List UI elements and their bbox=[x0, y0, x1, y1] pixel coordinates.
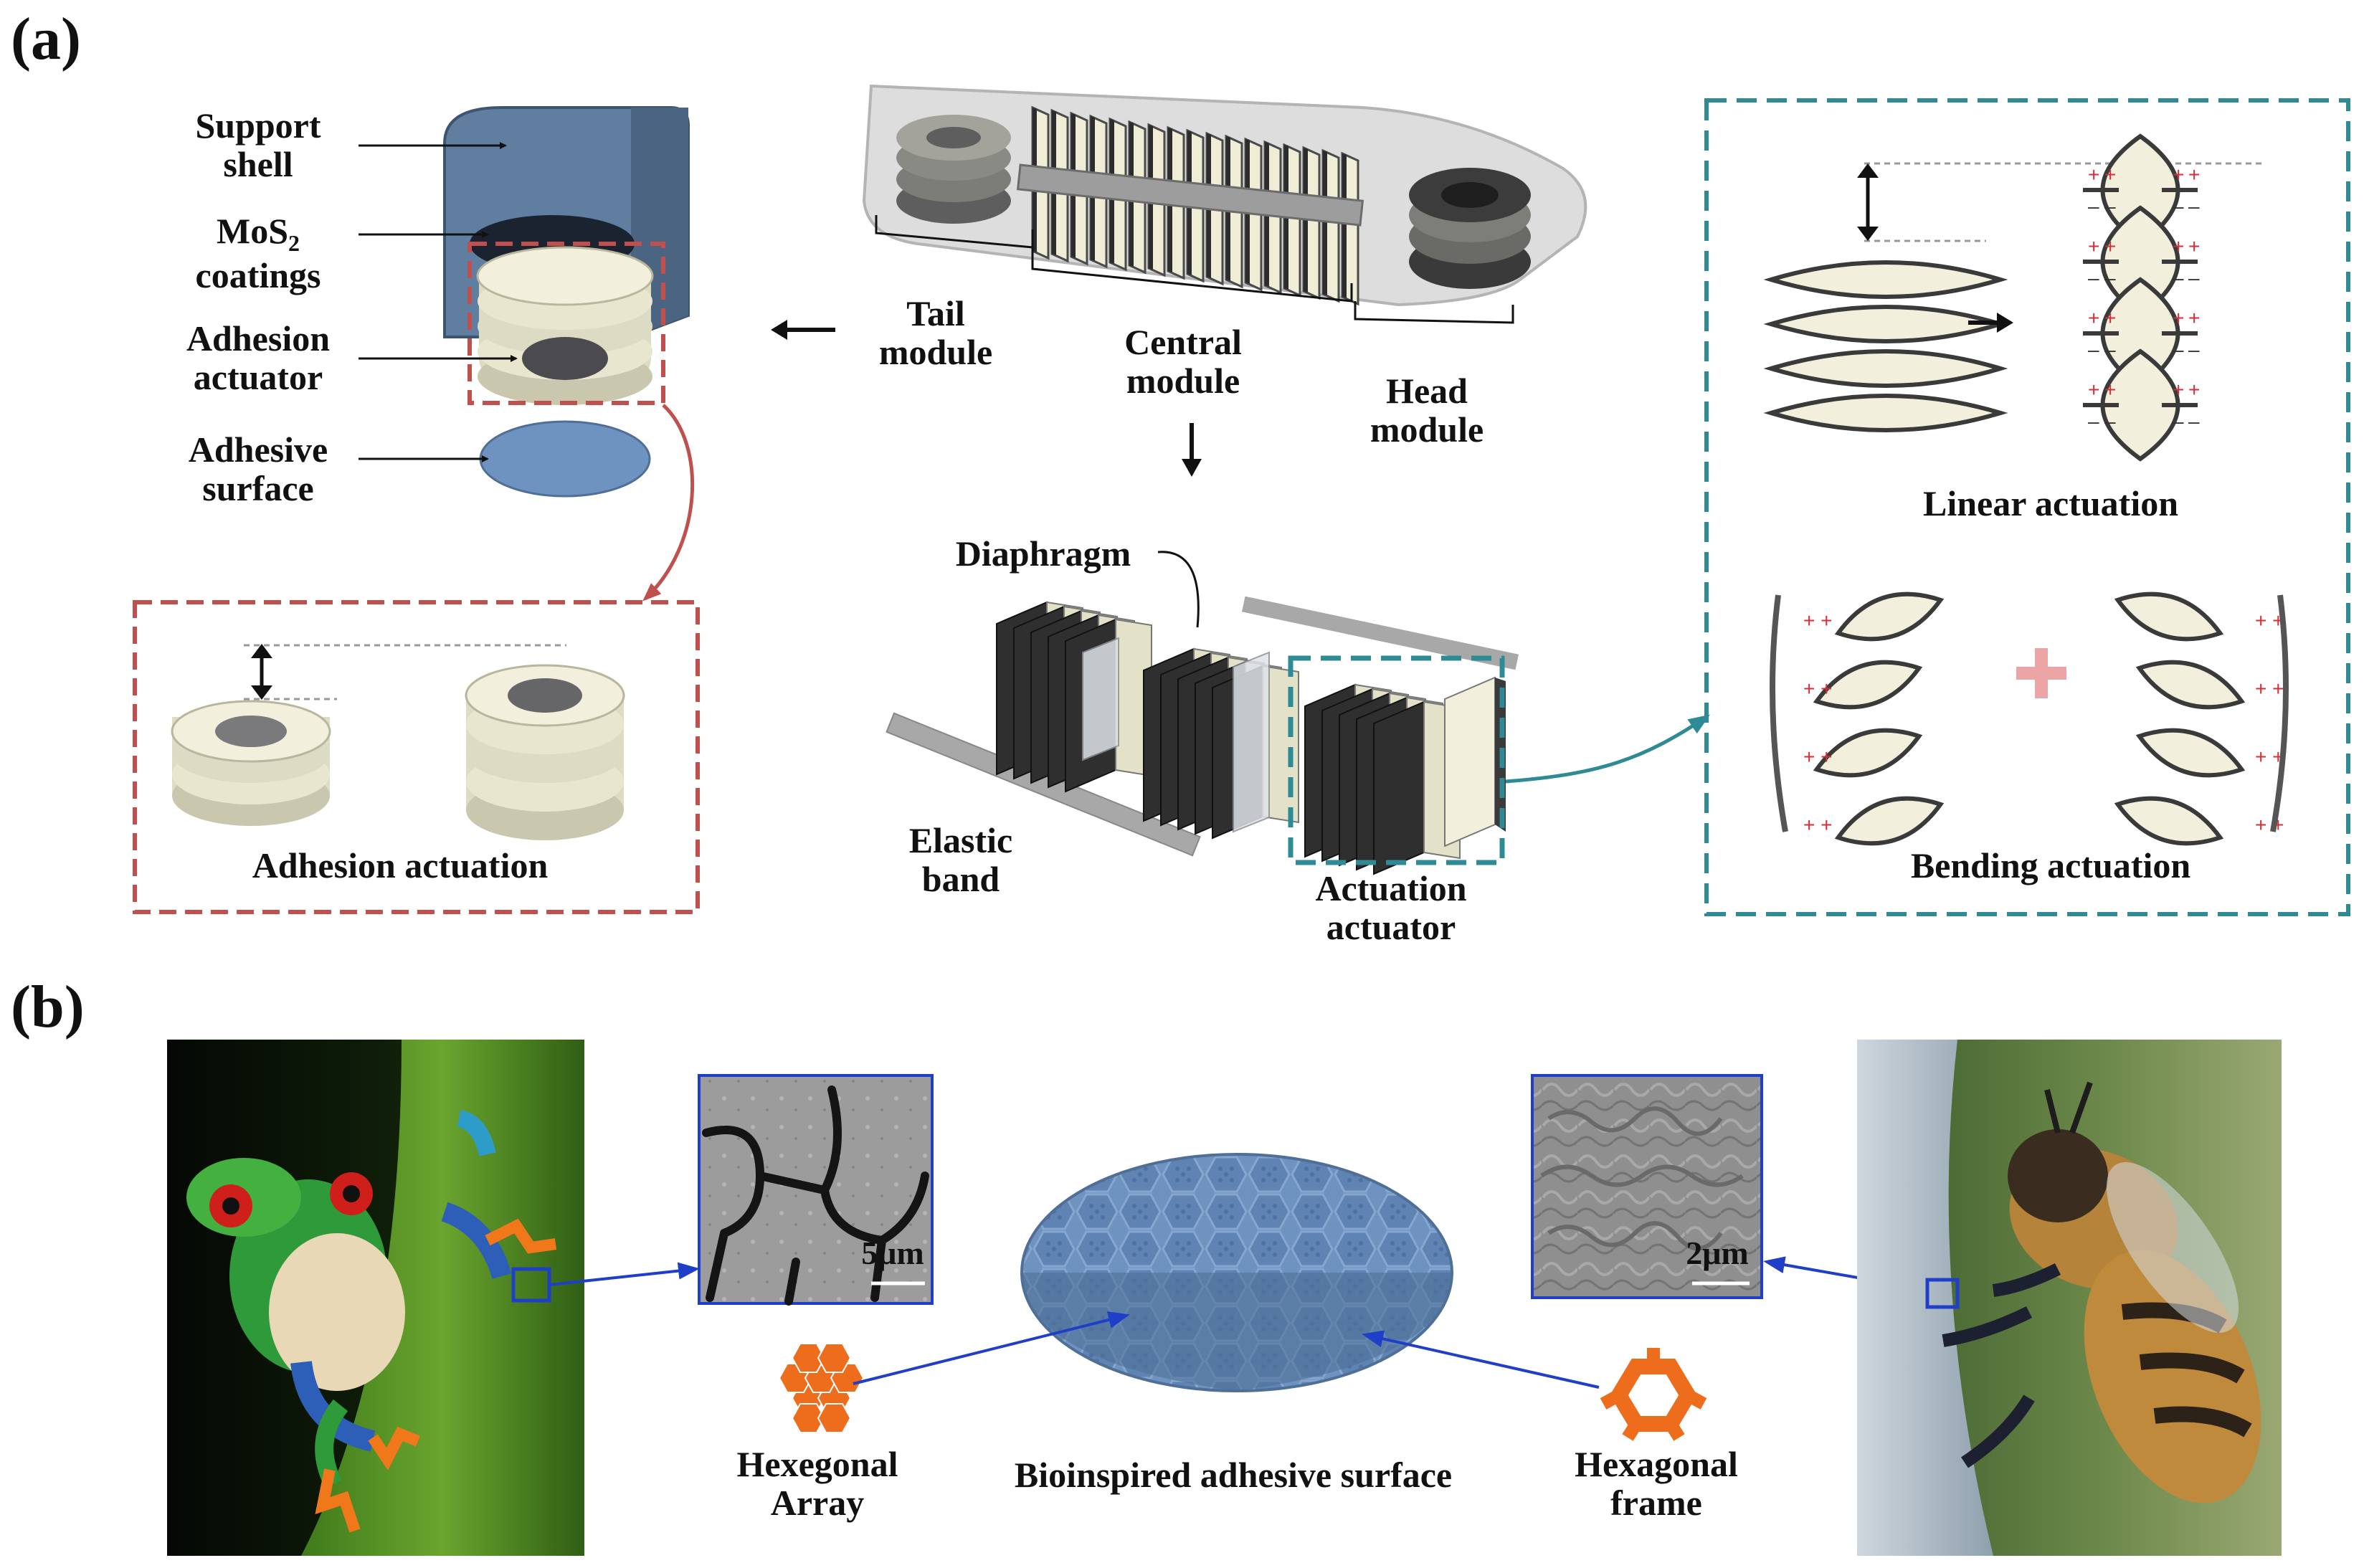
adhesive-surface-disc bbox=[479, 420, 651, 498]
svg-text:+ +: + + bbox=[1803, 609, 1832, 632]
actuation-actuator-highlight bbox=[1288, 655, 1505, 865]
svg-text:+ +: + + bbox=[1803, 814, 1832, 836]
svg-text:+: + bbox=[2104, 235, 2116, 257]
hexagon-array-icon bbox=[778, 1343, 865, 1433]
arrow-down-icon bbox=[1182, 423, 1202, 477]
bee-photo bbox=[1857, 1040, 2282, 1556]
bee-callout-box bbox=[1925, 1278, 1960, 1309]
svg-text:–: – bbox=[2104, 195, 2116, 217]
actuation-modes-box: +–+–+–+–+–+–+–+–+–+–+–+–+–+–+–+– + ++ ++… bbox=[1704, 98, 2350, 916]
panel-label-b: (b) bbox=[11, 974, 85, 1040]
svg-text:+: + bbox=[2173, 307, 2184, 329]
teal-connector-arrow bbox=[1505, 714, 1710, 784]
adhesion-actuation-box bbox=[133, 600, 700, 914]
svg-text:+: + bbox=[2088, 235, 2099, 257]
bioinspired-surface-disc bbox=[1020, 1153, 1453, 1392]
bee-scale-label: 2μm bbox=[1686, 1235, 1749, 1271]
svg-text:–: – bbox=[2173, 410, 2184, 432]
svg-text:+: + bbox=[2104, 163, 2116, 186]
svg-text:–: – bbox=[2104, 267, 2116, 289]
robot-body-illustration bbox=[771, 84, 1587, 477]
svg-text:+: + bbox=[2088, 163, 2099, 186]
svg-text:–: – bbox=[2088, 267, 2099, 289]
svg-text:–: – bbox=[2188, 338, 2200, 361]
extended-actuator bbox=[465, 664, 625, 840]
arrow-left-icon bbox=[771, 320, 835, 340]
svg-text:–: – bbox=[2088, 410, 2099, 432]
adhesion-module-illustration bbox=[359, 106, 694, 602]
svg-text:+ +: + + bbox=[2255, 814, 2284, 836]
svg-text:–: – bbox=[2188, 267, 2200, 289]
head-coil bbox=[1409, 168, 1531, 289]
adhesion-actuator-highlight bbox=[467, 242, 665, 405]
bee-sem-image bbox=[1531, 1074, 1763, 1299]
bending-actuation-label: Bending actuation bbox=[1910, 845, 2191, 885]
elastic-band-top bbox=[1241, 596, 1519, 670]
compressed-actuator bbox=[171, 700, 331, 826]
svg-text:+: + bbox=[2104, 307, 2116, 329]
svg-text:–: – bbox=[2088, 195, 2099, 217]
svg-text:+ +: + + bbox=[2255, 609, 2284, 632]
svg-text:+: + bbox=[2188, 235, 2200, 257]
plus-icon bbox=[2016, 648, 2066, 698]
svg-text:+: + bbox=[2188, 307, 2200, 329]
panel-label-a: (a) bbox=[11, 6, 81, 72]
red-connector-arrow bbox=[642, 404, 694, 602]
svg-text:+: + bbox=[2188, 163, 2200, 186]
svg-text:+: + bbox=[2173, 235, 2184, 257]
tail-coil bbox=[896, 115, 1011, 224]
frog-photo bbox=[167, 1040, 584, 1556]
svg-text:–: – bbox=[2088, 338, 2099, 361]
svg-text:+: + bbox=[2188, 379, 2200, 401]
svg-text:–: – bbox=[2173, 267, 2184, 289]
arrow-right-icon bbox=[1968, 313, 2013, 333]
diaphragm-label: Diaphragm bbox=[955, 533, 1131, 574]
double-arrow-icon bbox=[1857, 163, 1879, 241]
svg-text:+ +: + + bbox=[1803, 678, 1832, 700]
svg-text:–: – bbox=[2188, 195, 2200, 217]
svg-text:+: + bbox=[2173, 379, 2184, 401]
frog-scale-label: 5μm bbox=[861, 1235, 924, 1271]
hexagon-frame-icon bbox=[1600, 1348, 1707, 1441]
svg-text:–: – bbox=[2104, 338, 2116, 361]
svg-text:+ +: + + bbox=[2255, 678, 2284, 700]
frog-sem-image bbox=[698, 1074, 934, 1306]
svg-text:+ +: + + bbox=[1803, 746, 1832, 768]
svg-text:–: – bbox=[2188, 410, 2200, 432]
central-bar bbox=[1016, 163, 1364, 227]
svg-text:–: – bbox=[2173, 195, 2184, 217]
svg-text:–: – bbox=[2173, 338, 2184, 361]
svg-text:+ +: + + bbox=[2255, 746, 2284, 768]
svg-text:+: + bbox=[2173, 163, 2184, 186]
linear-actuation-label: Linear actuation bbox=[1922, 483, 2179, 523]
svg-text:+: + bbox=[2104, 379, 2116, 401]
adhesion-actuation-label: Adhesion actuation bbox=[252, 845, 549, 885]
svg-text:+: + bbox=[2088, 307, 2099, 329]
svg-text:+: + bbox=[2088, 379, 2099, 401]
adhesion-actuator-stack bbox=[476, 246, 654, 405]
double-arrow-icon bbox=[251, 644, 272, 700]
bioinspired-surface-label: Bioinspired adhesive surface bbox=[1014, 1455, 1453, 1495]
svg-text:–: – bbox=[2104, 410, 2116, 432]
exploded-central-module bbox=[886, 551, 1710, 875]
